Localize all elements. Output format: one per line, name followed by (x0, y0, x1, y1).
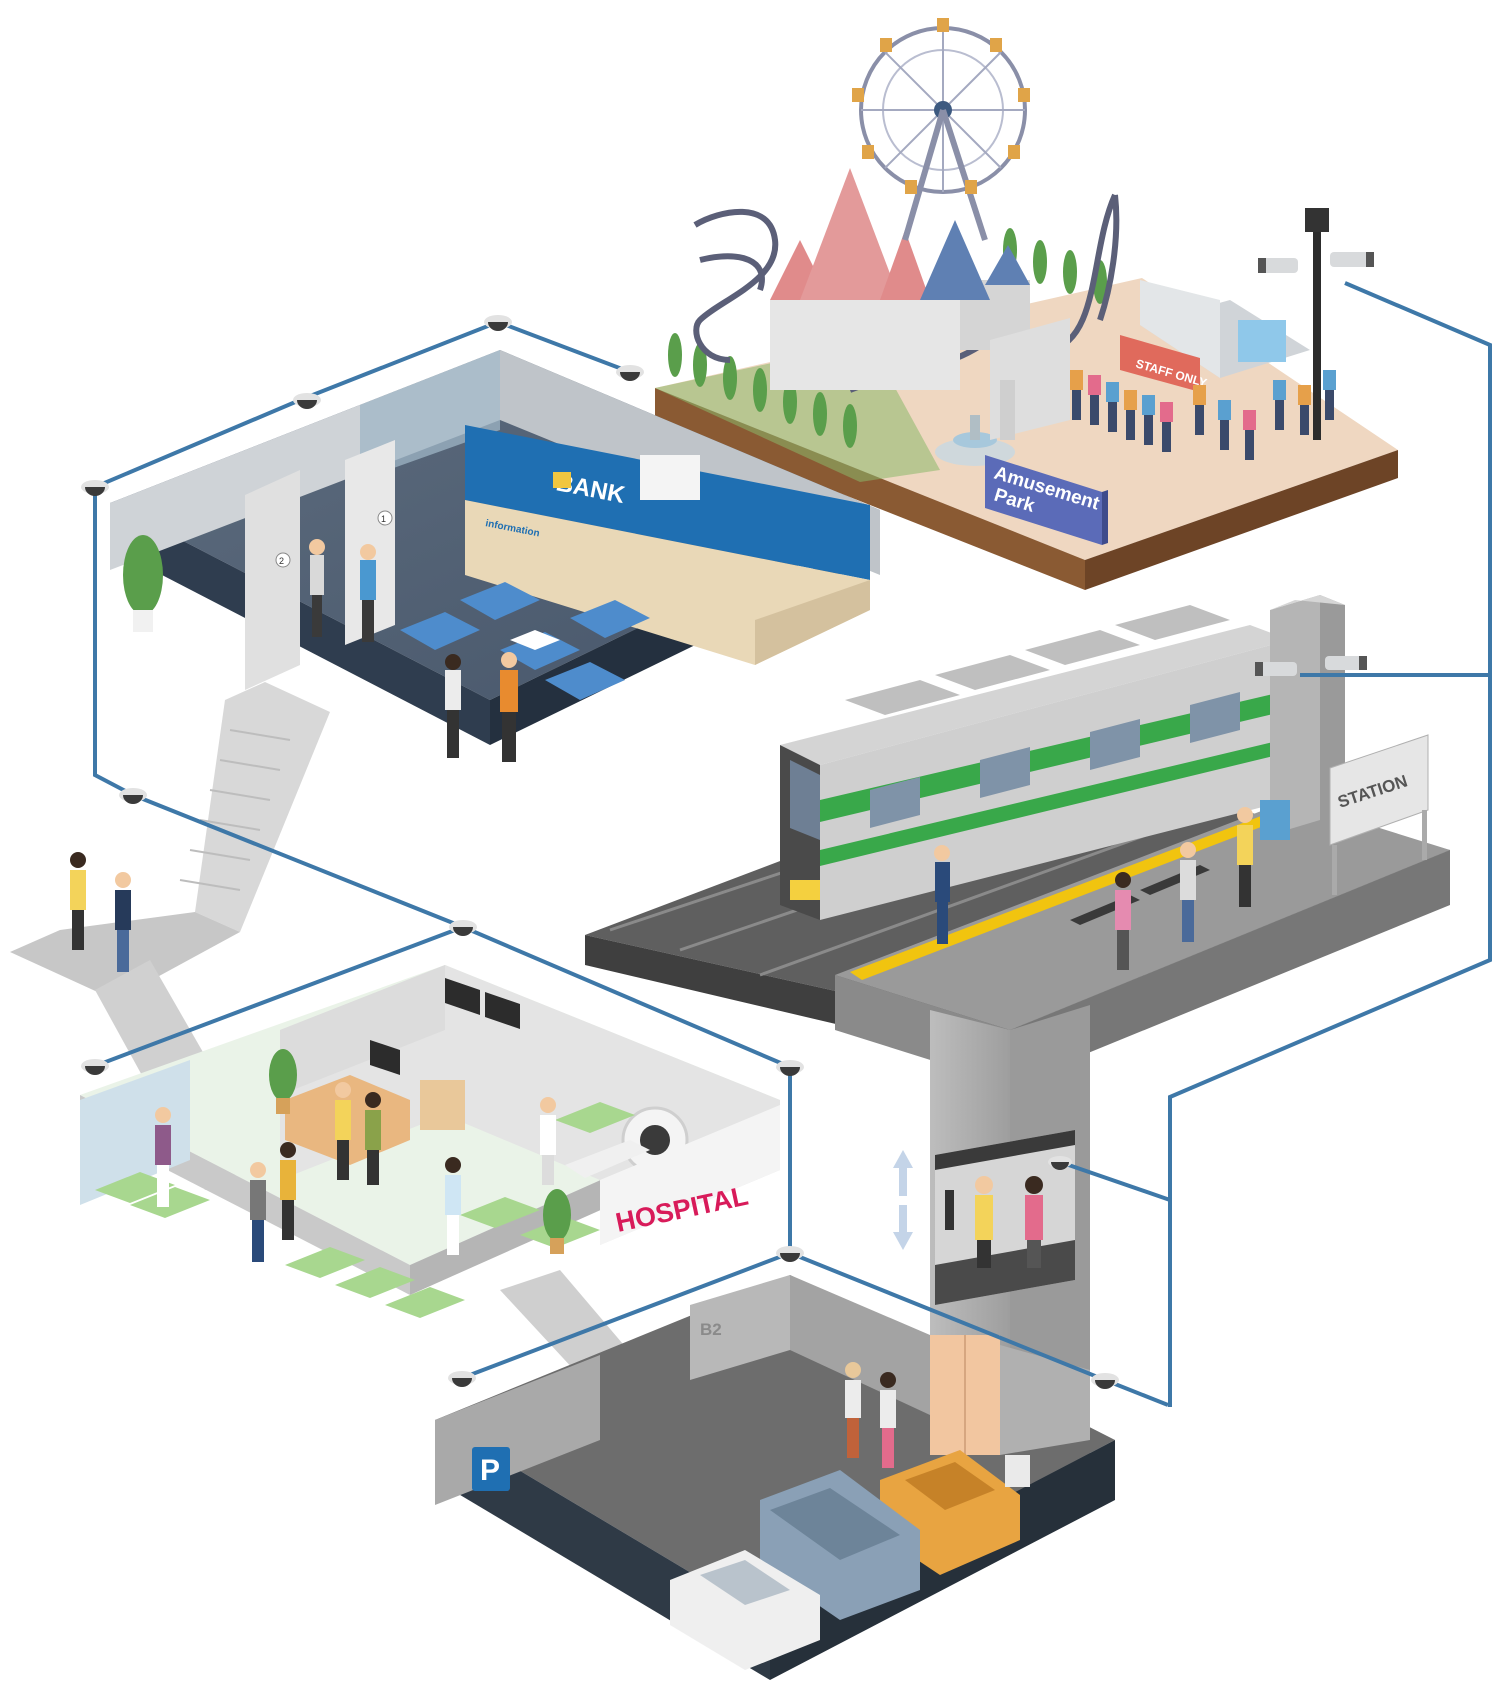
bullet-camera-icon (1255, 662, 1297, 676)
dome-camera-icon (449, 920, 477, 936)
parking-area: B2 P (435, 1275, 1115, 1680)
bank-tables (510, 630, 680, 730)
dome-camera-icon (81, 480, 109, 496)
bank-counter: BANK information (465, 425, 870, 665)
blue-van (760, 1470, 920, 1620)
bank-building-icon (553, 472, 571, 488)
station-sign: STATION (1329, 734, 1429, 895)
shelf (420, 1080, 465, 1130)
booth-number-2: 2 (279, 556, 284, 566)
dome-camera-icon (776, 1060, 804, 1076)
hospital-benches (95, 1102, 635, 1318)
station-people (934, 807, 1253, 970)
dome-camera-icon (119, 788, 147, 804)
parking-people (845, 1362, 896, 1468)
bank-sign-band (465, 425, 870, 580)
hospital-people (155, 1082, 556, 1262)
hospital-plants (269, 1049, 571, 1254)
platform (835, 800, 1450, 1030)
parking-wall-back (690, 1275, 790, 1380)
dome-camera-icon (776, 1246, 804, 1262)
lamp-post-cameras (1258, 208, 1374, 440)
bullet-camera-icon (1330, 252, 1374, 267)
parked-cars (670, 1450, 1020, 1670)
dome-camera-icon (448, 1371, 476, 1387)
bank-area: 2 1 BANK information (110, 350, 880, 762)
queue-people (1070, 370, 1336, 460)
trash-bin (1260, 800, 1290, 840)
station-area: STATION (585, 595, 1450, 1085)
up-down-arrow-icon (893, 1150, 913, 1250)
parking-sign-text: P (480, 1454, 500, 1487)
dome-camera-icon (293, 393, 321, 409)
bank-people (309, 539, 518, 762)
hospital-area: HOSPITAL (80, 965, 780, 1318)
booth-number-1: 1 (381, 514, 386, 524)
bank-booths: 2 1 (245, 440, 395, 690)
amusement-park-area: STAFF ONLY (655, 18, 1398, 590)
train-green-stripe (820, 690, 1290, 822)
parking-sign: P (472, 1447, 510, 1491)
dome-camera-icon (1091, 1373, 1119, 1389)
dome-camera-icon (1048, 1156, 1072, 1170)
level-label: B2 (700, 1320, 722, 1339)
park-gate (990, 318, 1070, 440)
elevator-buttons (945, 1190, 954, 1230)
network-lines (93, 281, 1492, 1407)
dome-cameras (81, 315, 1119, 1389)
staff-only-sign (1120, 335, 1200, 392)
dome-camera-icon (81, 1059, 109, 1075)
booth-number-badge (275, 552, 291, 568)
stair-people (70, 852, 131, 972)
bullet-camera-icon (1325, 656, 1367, 670)
bank-sofas (400, 582, 650, 700)
hospital-monitors (370, 978, 520, 1075)
white-car (670, 1550, 820, 1670)
trash-bin (1005, 1455, 1030, 1487)
dome-camera-icon (484, 315, 512, 331)
staff-booth: STAFF ONLY (1120, 280, 1310, 392)
bullet-camera-icon (1258, 258, 1298, 273)
ferris-wheel (852, 18, 1030, 241)
booth-number-badge (377, 510, 393, 526)
castle (770, 168, 1030, 390)
dome-camera-icon (616, 365, 644, 381)
bookshelf (640, 455, 700, 500)
elevator-people (975, 1176, 1043, 1268)
train (780, 605, 1290, 920)
